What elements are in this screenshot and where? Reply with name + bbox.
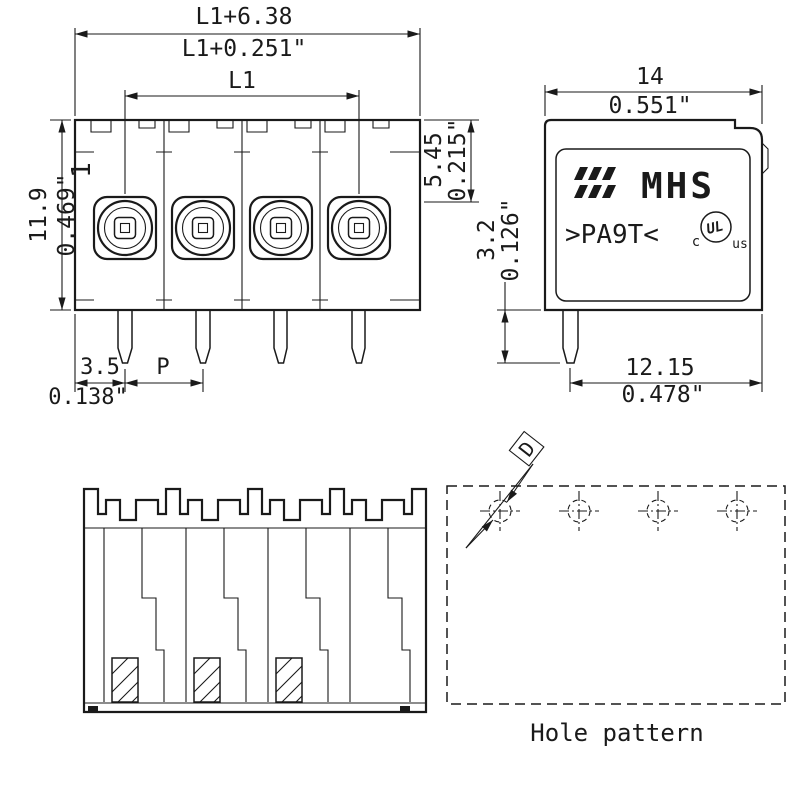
section-foot xyxy=(400,706,410,712)
dim-l1: L1 xyxy=(228,68,256,94)
dim-width-mm: 14 xyxy=(636,64,664,90)
terminal-flange xyxy=(170,195,236,261)
terminal-outer-circle xyxy=(174,199,232,257)
dim-edge-mm: 3.5 xyxy=(80,355,120,380)
terminal-flange xyxy=(92,195,158,261)
dim-overall-mm: L1+6.38 xyxy=(196,4,293,30)
front-dimensions: L1+6.38 L1+0.251" L1 11.9 0.469" 5.45 0.… xyxy=(26,4,479,410)
hatched-pin xyxy=(111,657,139,703)
ext-lines-overall xyxy=(74,28,421,116)
side-latch xyxy=(761,142,769,175)
front-view: 1 L1+6.38 L1+0.251" L1 11.9 0.469" 5.45 … xyxy=(26,4,479,410)
dim-pin-in: 0.126" xyxy=(498,198,524,281)
screw-drive-square xyxy=(269,216,293,240)
label-frame xyxy=(508,430,545,467)
ext-lines-pin xyxy=(497,282,560,364)
hatch-lines xyxy=(111,657,139,703)
ext-lines-height xyxy=(50,119,71,311)
terminal-pole-2 xyxy=(170,195,236,261)
front-body-outline xyxy=(73,118,422,312)
side-view: MHS >PA9T< UL c us 14 0.551" 3.2 0.126" … xyxy=(474,64,769,408)
terminal-pole-4 xyxy=(326,195,392,261)
ul-c: c xyxy=(692,234,700,250)
hole-centerlines xyxy=(480,491,520,531)
hole-centerlines xyxy=(638,491,678,531)
terminal-pole-3 xyxy=(248,195,314,261)
dim-pin-mm: 3.2 xyxy=(474,219,500,261)
dim-top-in: 0.215" xyxy=(445,118,471,201)
hatch-lines xyxy=(193,657,221,703)
diameter-leader-line xyxy=(465,463,534,549)
screw-drive-square xyxy=(191,216,215,240)
marking-material: >PA9T< xyxy=(565,220,659,250)
section-view xyxy=(82,487,428,714)
dim-depth-mm: 12.15 xyxy=(625,355,694,381)
marking-type: MHS xyxy=(641,166,715,207)
dim-edge-in: 0.138" xyxy=(48,385,127,410)
terminal-pole-1 xyxy=(92,195,158,261)
marking-label-outline xyxy=(555,148,751,302)
ext-lines-edge-pitch xyxy=(74,314,204,392)
side-dimensions: 14 0.551" 3.2 0.126" 12.15 0.478" xyxy=(474,64,763,408)
hole-4 xyxy=(717,491,757,531)
side-body-outline xyxy=(543,118,764,312)
section-foot xyxy=(88,706,98,712)
screw-drive-center xyxy=(353,222,365,234)
screw-drive-square xyxy=(347,216,371,240)
ul-letters: UL xyxy=(705,218,725,238)
dim-pitch: P xyxy=(156,355,169,380)
section-step-lines xyxy=(103,528,411,702)
hole-centerlines xyxy=(717,491,757,531)
hole-1 xyxy=(480,491,520,531)
hatched-pin xyxy=(275,657,303,703)
pcb-outline-dashed xyxy=(446,485,786,705)
terminal-flange xyxy=(326,195,392,261)
diameter-arrow-upper xyxy=(506,463,534,503)
dim-top-mm: 5.45 xyxy=(421,132,447,187)
dim-overall-in: L1+0.251" xyxy=(182,36,307,62)
ul-us: us xyxy=(732,237,748,252)
side-solder-pin xyxy=(562,310,579,364)
hatch-lines xyxy=(275,657,303,703)
hole-pattern-view: D Hole pattern xyxy=(446,430,786,747)
terminal-outer-circle xyxy=(252,199,310,257)
screw-drive-center xyxy=(197,222,209,234)
ext-lines-top xyxy=(424,119,479,203)
ul-circle xyxy=(700,211,732,243)
diameter-label-box: D xyxy=(508,430,545,467)
terminal-inner-circle xyxy=(181,206,225,250)
front-top-notches xyxy=(90,120,390,133)
terminal-inner-circle xyxy=(103,206,147,250)
terminal-outer-circle xyxy=(330,199,388,257)
ext-lines-l1 xyxy=(124,90,360,194)
weidmueller-logo xyxy=(574,167,616,198)
hole-pattern-title: Hole pattern xyxy=(530,719,703,747)
section-hatched-pins xyxy=(111,657,303,703)
diameter-arrow-lower xyxy=(465,519,494,549)
terminal-outer-circle xyxy=(96,199,154,257)
hatched-pin xyxy=(193,657,221,703)
dim-depth-in: 0.478" xyxy=(621,382,704,408)
pin1-marker: 1 xyxy=(67,162,97,178)
hole-diameter-callout: D xyxy=(465,430,545,549)
screw-drive-center xyxy=(119,222,131,234)
dim-width-in: 0.551" xyxy=(608,93,691,119)
hole-2 xyxy=(559,491,599,531)
ul-recognized-mark: UL c us xyxy=(692,211,748,252)
screw-drive-center xyxy=(275,222,287,234)
hole-centerlines xyxy=(559,491,599,531)
dim-height-mm: 11.9 xyxy=(26,187,52,242)
terminal-flange xyxy=(248,195,314,261)
screw-drive-square xyxy=(113,216,137,240)
front-solder-pins xyxy=(117,310,366,364)
hole-3 xyxy=(638,491,678,531)
dim-height-in: 0.469" xyxy=(54,173,80,256)
terminal-inner-circle xyxy=(337,206,381,250)
front-internal-lines xyxy=(75,151,420,301)
terminal-inner-circle xyxy=(259,206,303,250)
section-outline xyxy=(82,487,428,714)
